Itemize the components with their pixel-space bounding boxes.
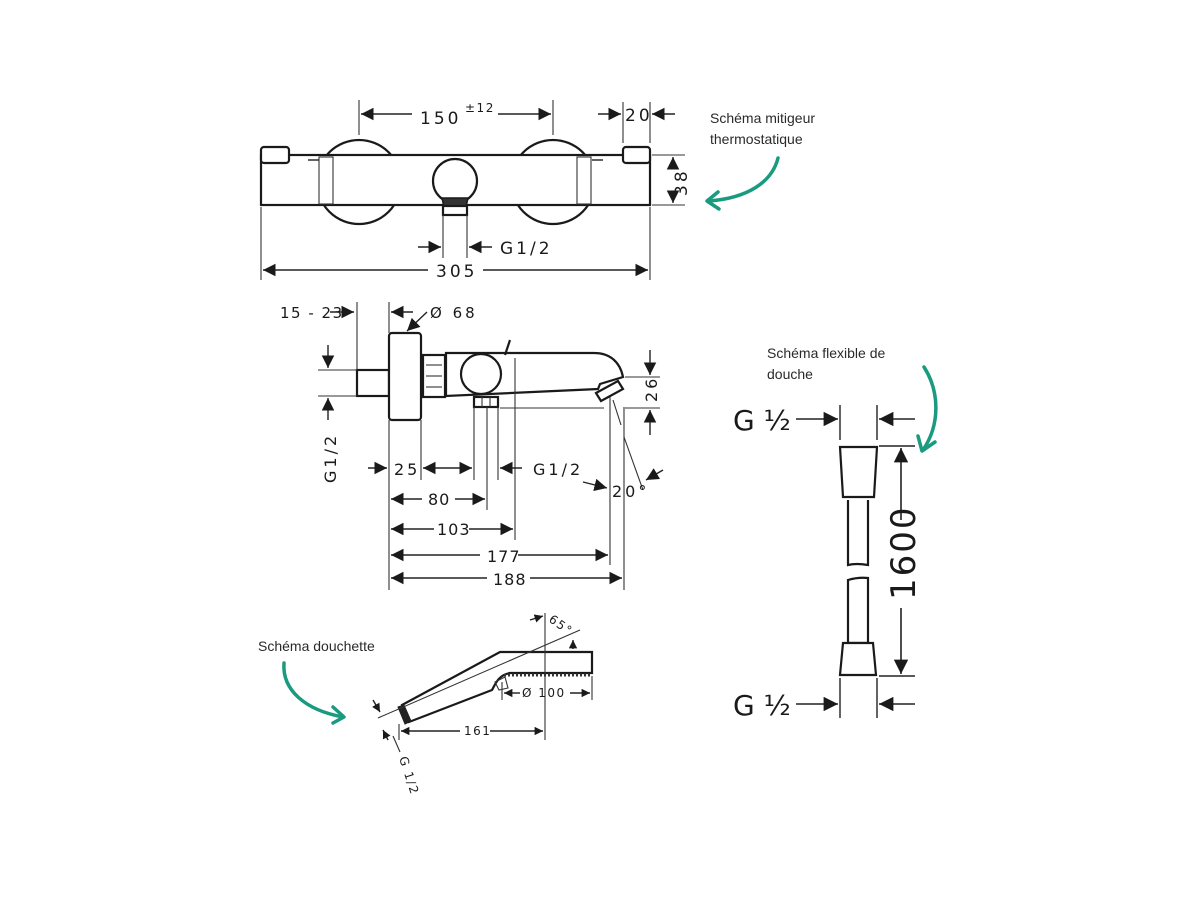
right-cap <box>621 145 652 165</box>
dim-center-distance: 150 <box>420 109 461 129</box>
dim-tolerance: ±12 <box>465 101 495 115</box>
side-rosette <box>387 331 423 422</box>
dim-25: 25 <box>394 460 420 479</box>
inlet-stub <box>355 368 391 398</box>
dim-177: 177 <box>487 547 521 566</box>
label-hose: Schéma flexible de douche <box>767 345 889 382</box>
dim-height: 38 <box>672 168 692 196</box>
dim-head-diameter: Ø 100 <box>522 686 566 700</box>
dim-80: 80 <box>428 490 450 509</box>
dim-spout-height: 26 <box>642 376 661 402</box>
dim-total-width: 305 <box>436 262 477 282</box>
dim-hose-thread-bottom: G ½ <box>733 689 791 722</box>
hose-bottom-connector <box>838 641 878 677</box>
dim-handshower-thread: G 1/2 <box>396 755 422 797</box>
dim-hose-length: 1600 <box>884 505 924 600</box>
arrow-hose <box>921 365 938 452</box>
outlet-ring <box>431 157 479 205</box>
dim-hose-thread-top: G ½ <box>733 404 791 437</box>
side-handle <box>459 352 503 396</box>
label-handshower: Schéma douchette <box>258 638 375 654</box>
dim-103: 103 <box>437 520 471 539</box>
dim-cap-width: 20 <box>625 106 653 126</box>
label-mixer: Schéma mitigeur thermostatique <box>710 110 819 147</box>
left-handle-band <box>318 156 334 205</box>
dim-rosette-diameter: Ø 68 <box>430 304 478 322</box>
dim-188: 188 <box>493 570 527 589</box>
arrow-handshower <box>282 661 345 719</box>
right-handle-band <box>576 156 592 205</box>
handshower-drawing: 65° Ø 100 161 G 1/2 <box>372 612 594 797</box>
dim-outlet-thread-side: G1/2 <box>533 460 583 479</box>
arrow-mixer <box>707 156 780 203</box>
dim-handshower-length: 161 <box>464 724 491 738</box>
dim-angle: 20° <box>612 482 649 501</box>
mixer-front-view: 150 ±12 20 38 G1/2 305 <box>259 100 692 282</box>
left-cap <box>259 145 291 165</box>
hose-drawing: G ½ G ½ 1600 <box>733 404 924 722</box>
hose-top-connector <box>838 445 879 499</box>
mixer-side-view: 15 - 23 Ø 68 G1/2 25 G1/2 <box>280 302 664 590</box>
dim-inlet-thread: G1/2 <box>321 433 340 483</box>
dim-outlet-thread: G1/2 <box>500 239 553 259</box>
dim-wall-offset: 15 - 23 <box>280 304 344 322</box>
